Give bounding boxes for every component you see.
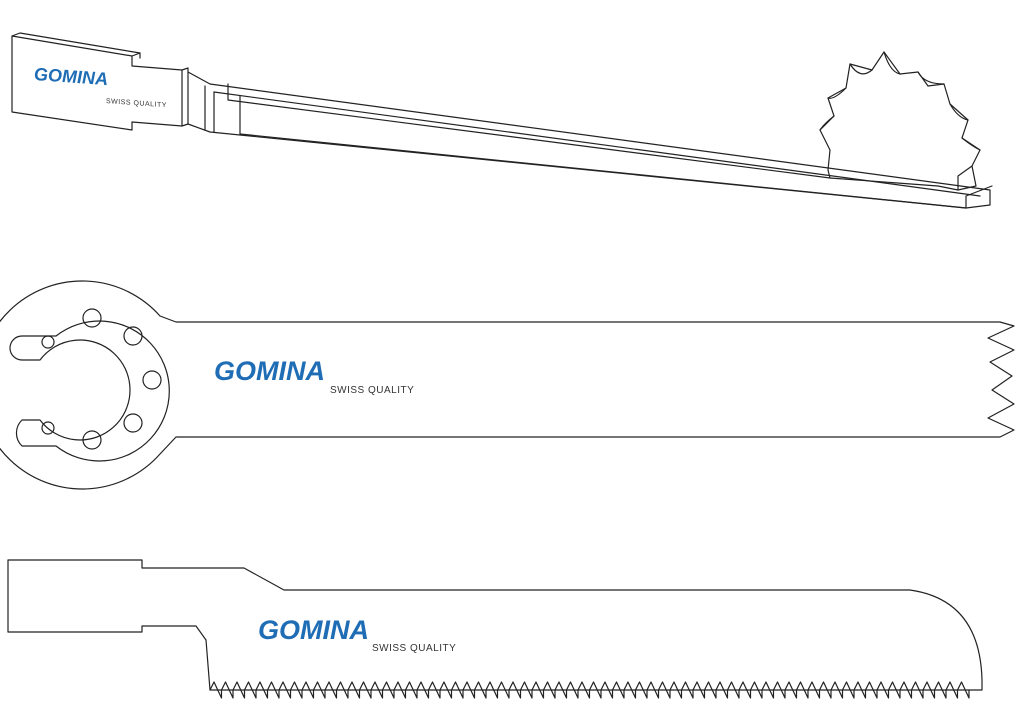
logo-word: GOMINA [258,615,369,645]
logo-tagline: SWISS QUALITY [106,98,167,109]
reciprocating-blade [7,559,983,699]
mount-hole [123,413,143,433]
oscillating-blade [0,280,1015,490]
oscillating-blade-slot [9,320,170,462]
logo-word: GOMINA [214,356,325,386]
mount-hole [142,370,162,390]
saw-teeth [209,681,970,699]
rotary-blade [11,32,993,209]
mount-hole [123,326,143,346]
rotary-blade-cutter [819,51,981,191]
logo-tagline: SWISS QUALITY [330,385,414,396]
reciprocating-blade-outline [7,559,983,691]
logo-rotary: GOMINA SWISS QUALITY [34,64,167,109]
mount-hole [82,308,102,328]
mount-hole [41,421,55,435]
logo-reciprocating: GOMINA SWISS QUALITY [258,615,456,654]
mount-hole [82,430,102,450]
rotary-blade-shaft [187,71,991,209]
logo-word: GOMINA [34,64,108,89]
logo-tagline: SWISS QUALITY [372,643,456,654]
oscillating-blade-outline [0,280,1015,490]
mount-hole [41,335,55,349]
logo-oscillating: GOMINA SWISS QUALITY [214,356,414,396]
